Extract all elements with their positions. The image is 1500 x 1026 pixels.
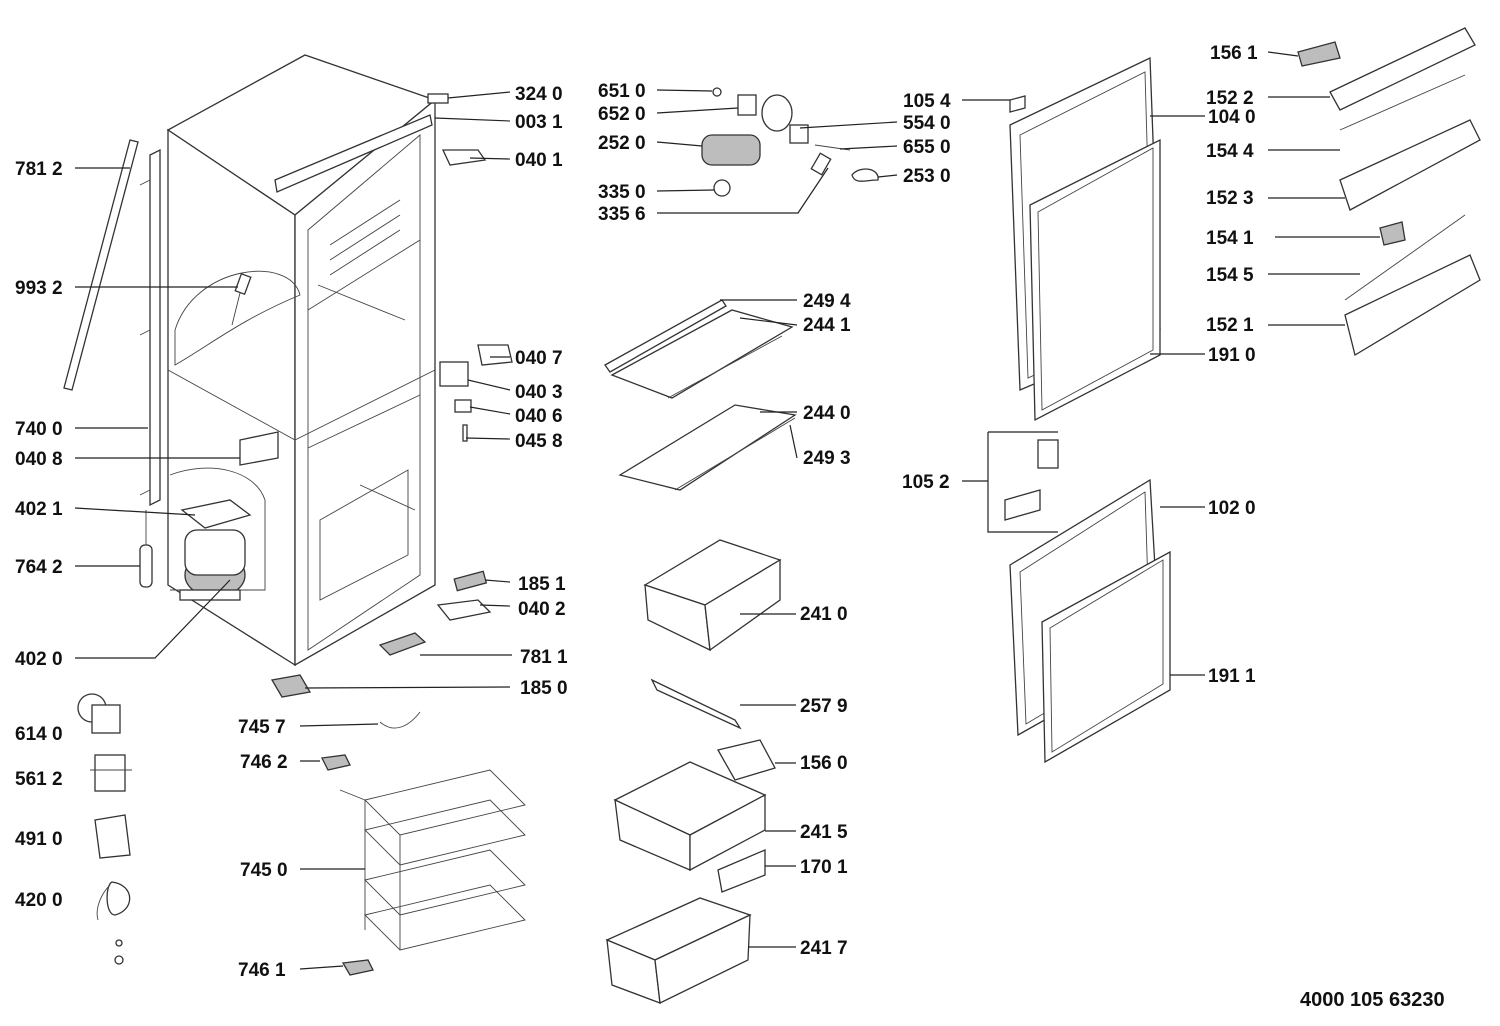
label-740-0: 740 0 (15, 419, 63, 440)
leader-lines (74, 51, 1380, 970)
label-335-0: 335 0 (598, 182, 646, 203)
label-170-1: 170 1 (800, 857, 848, 878)
label-745-7: 745 7 (238, 717, 286, 738)
label-746-2: 746 2 (240, 752, 288, 773)
condenser-strip (63, 139, 161, 507)
label-185-0: 185 0 (520, 678, 568, 699)
label-191-1: 191 1 (1208, 666, 1256, 687)
lower-door (1009, 478, 1171, 764)
electrical-components (77, 693, 132, 965)
label-003-1: 003 1 (515, 112, 563, 133)
label-156-0: 156 0 (800, 753, 848, 774)
wire-shelves (321, 711, 526, 976)
label-249-3: 249 3 (803, 448, 851, 469)
document-number: 4000 105 63230 (1300, 989, 1445, 1011)
label-045-8: 045 8 (515, 431, 563, 452)
label-152-1: 152 1 (1206, 315, 1254, 336)
label-040-2: 040 2 (518, 599, 566, 620)
label-040-7: 040 7 (515, 348, 563, 369)
label-554-0: 554 0 (903, 113, 951, 134)
label-257-9: 257 9 (800, 696, 848, 717)
label-154-1: 154 1 (1206, 228, 1254, 249)
label-402-1: 402 1 (15, 499, 63, 520)
label-244-0: 244 0 (803, 403, 851, 424)
fridge-cabinet (139, 54, 487, 667)
label-253-0: 253 0 (903, 166, 951, 187)
label-993-2: 993 2 (15, 278, 63, 299)
label-105-2: 105 2 (902, 472, 950, 493)
glass-shelves (604, 299, 797, 491)
label-335-6: 335 6 (598, 204, 646, 225)
label-102-0: 102 0 (1208, 498, 1256, 519)
label-745-0: 745 0 (240, 860, 288, 881)
label-614-0: 614 0 (15, 724, 63, 745)
label-105-4: 105 4 (903, 91, 951, 112)
label-241-0: 241 0 (800, 604, 848, 625)
control-assembly (701, 87, 879, 197)
label-185-1: 185 1 (518, 574, 566, 595)
callout-labels: 324 0 003 1 040 1 781 2 993 2 040 7 040 … (15, 43, 1258, 981)
vegetable-drawer (643, 539, 782, 781)
label-040-3: 040 3 (515, 382, 563, 403)
freezer-drawers (605, 761, 767, 1004)
upper-door (1009, 56, 1161, 422)
label-154-4: 154 4 (1206, 141, 1254, 162)
label-324-0: 324 0 (515, 84, 563, 105)
label-491-0: 491 0 (15, 829, 63, 850)
label-241-7: 241 7 (800, 938, 848, 959)
label-191-0: 191 0 (1208, 345, 1256, 366)
label-152-3: 152 3 (1206, 188, 1254, 209)
label-249-4: 249 4 (803, 291, 851, 312)
label-781-1: 781 1 (520, 647, 568, 668)
thermostat-sensor (231, 272, 252, 326)
label-156-1: 156 1 (1210, 43, 1258, 64)
hinge-parts (270, 344, 513, 698)
label-252-0: 252 0 (598, 133, 646, 154)
label-040-8: 040 8 (15, 449, 63, 470)
label-655-0: 655 0 (903, 137, 951, 158)
label-746-1: 746 1 (238, 960, 286, 981)
hinge-brackets (987, 431, 1059, 533)
label-651-0: 651 0 (598, 81, 646, 102)
label-781-2: 781 2 (15, 159, 63, 180)
label-040-1: 040 1 (515, 150, 563, 171)
label-040-6: 040 6 (515, 406, 563, 427)
label-764-2: 764 2 (15, 557, 63, 578)
label-154-5: 154 5 (1206, 265, 1254, 286)
label-420-0: 420 0 (15, 890, 63, 911)
label-104-0: 104 0 (1208, 107, 1256, 128)
label-241-5: 241 5 (800, 822, 848, 843)
label-561-2: 561 2 (15, 769, 63, 790)
label-152-2: 152 2 (1206, 88, 1254, 109)
label-652-0: 652 0 (598, 104, 646, 125)
label-244-1: 244 1 (803, 315, 851, 336)
label-402-0: 402 0 (15, 649, 63, 670)
door-balconies (1297, 27, 1481, 357)
